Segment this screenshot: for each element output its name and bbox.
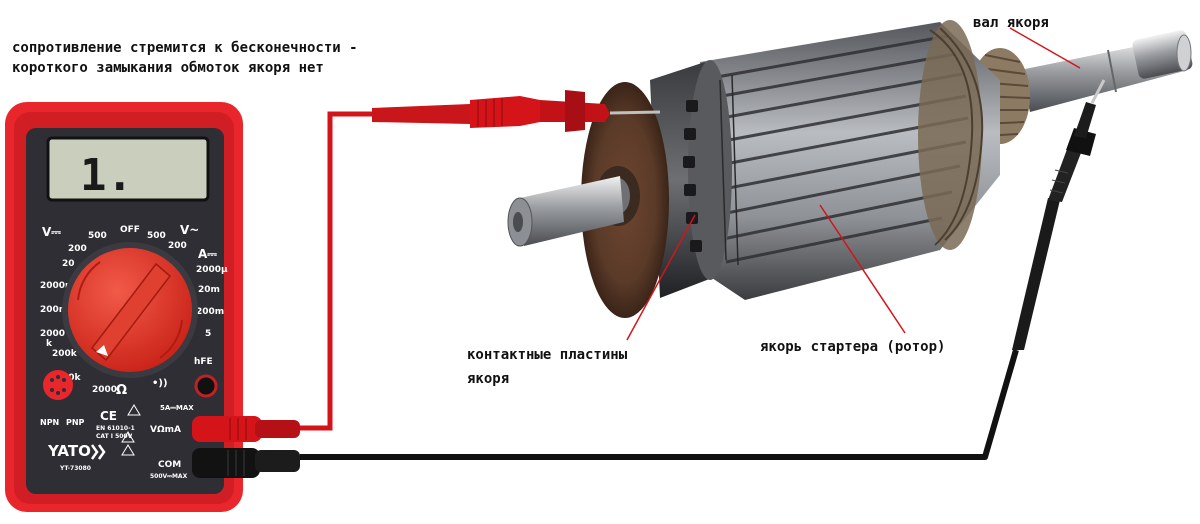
range-selector-dial[interactable] — [62, 242, 198, 378]
range-200-ac: 200 — [168, 241, 187, 251]
black-plug[interactable] — [192, 448, 300, 478]
ce-mark-icon: CE — [100, 409, 117, 423]
range-hfe: hFE — [194, 357, 213, 367]
range-labels: V⎓ 500 200 OFF 500 200 V~ A⎓ 20 2000µ 20… — [40, 223, 228, 480]
plates-leader-line — [626, 214, 696, 341]
armature-shaft-left — [507, 176, 624, 247]
shaft-leader-line — [1009, 27, 1081, 69]
range-v-ac: V~ — [180, 223, 199, 237]
range-20m: 20m — [198, 285, 220, 295]
result-caption-line-2: короткого замыкания обмоток якоря нет — [12, 60, 324, 76]
range-20: 20 — [62, 259, 75, 269]
contact-plates-label: контактные пластины якоря — [467, 343, 627, 391]
result-caption-line-1: сопротивление стремится к бесконечности … — [12, 40, 358, 56]
range-2000m: 2000m — [40, 281, 74, 291]
lcd-display: 1. — [46, 136, 210, 202]
range-2000: 2000 — [92, 385, 117, 395]
range-5: 5 — [205, 329, 211, 339]
starter-armature — [507, 20, 1193, 318]
svg-text:•)): •)) — [152, 378, 168, 389]
multimeter[interactable]: 1. V⎓ 500 200 OFF 500 200 V~ A⎓ 20 2000µ… — [5, 102, 300, 512]
label-jack-vma: VΩmA — [150, 425, 181, 435]
armature-label: якорь стартера (ротор) — [760, 339, 946, 355]
hfe-socket[interactable] — [43, 370, 73, 400]
contact-plates-label-line-1: контактные пластины — [467, 347, 628, 363]
range-200-dc: 200 — [68, 244, 87, 254]
range-200m-a: 200m — [196, 307, 224, 317]
label-max-500v: 500V⎓MAX — [150, 473, 188, 480]
lcd-reading: 1. — [80, 150, 133, 201]
range-200k: 200k — [52, 349, 78, 359]
range-500-dc: 500 — [88, 231, 107, 241]
contact-plates-label-line-2: якоря — [467, 371, 510, 387]
armature-leader-line — [819, 204, 906, 334]
commutator — [650, 60, 739, 298]
shaft-label: вал якоря — [973, 15, 1049, 31]
label-standard: EN 61010-1 — [96, 425, 135, 432]
range-off: OFF — [120, 225, 140, 235]
black-probe[interactable] — [1012, 79, 1106, 350]
model-number: YT-73080 — [59, 465, 91, 472]
range-amps: A⎓ — [198, 247, 217, 261]
label-category: CAT I 500V — [96, 433, 133, 440]
range-v-dc: V⎓ — [42, 225, 61, 239]
red-plug[interactable] — [192, 416, 300, 442]
black-test-lead[interactable] — [300, 349, 1019, 460]
brand-logo: YATO — [47, 442, 91, 460]
red-probe[interactable] — [372, 90, 661, 132]
range-k: k — [46, 339, 53, 349]
label-npn: NPN — [40, 418, 59, 427]
range-500-ac: 500 — [147, 231, 166, 241]
range-2000u: 2000µ — [196, 265, 228, 275]
range-200m: 200m — [40, 305, 68, 315]
label-jack-10a: 5A⎓MAX — [160, 404, 194, 412]
armature-shaft-right — [1020, 30, 1193, 112]
result-caption: сопротивление стремится к бесконечности … — [12, 38, 358, 78]
red-test-lead[interactable] — [300, 111, 372, 431]
ohm-symbol: Ω — [116, 383, 127, 398]
label-pnp: PNP — [66, 418, 85, 427]
armature-core — [699, 20, 1000, 300]
range-20k: 20k — [62, 373, 82, 383]
brand-logo-mark-icon — [90, 444, 106, 460]
label-jack-com: COM — [158, 460, 181, 470]
jack-10a[interactable] — [194, 374, 218, 398]
warning-triangle-icons — [121, 404, 141, 456]
continuity-buzzer-icon: •)) — [152, 378, 168, 389]
range-2000k: 2000 — [40, 329, 65, 339]
